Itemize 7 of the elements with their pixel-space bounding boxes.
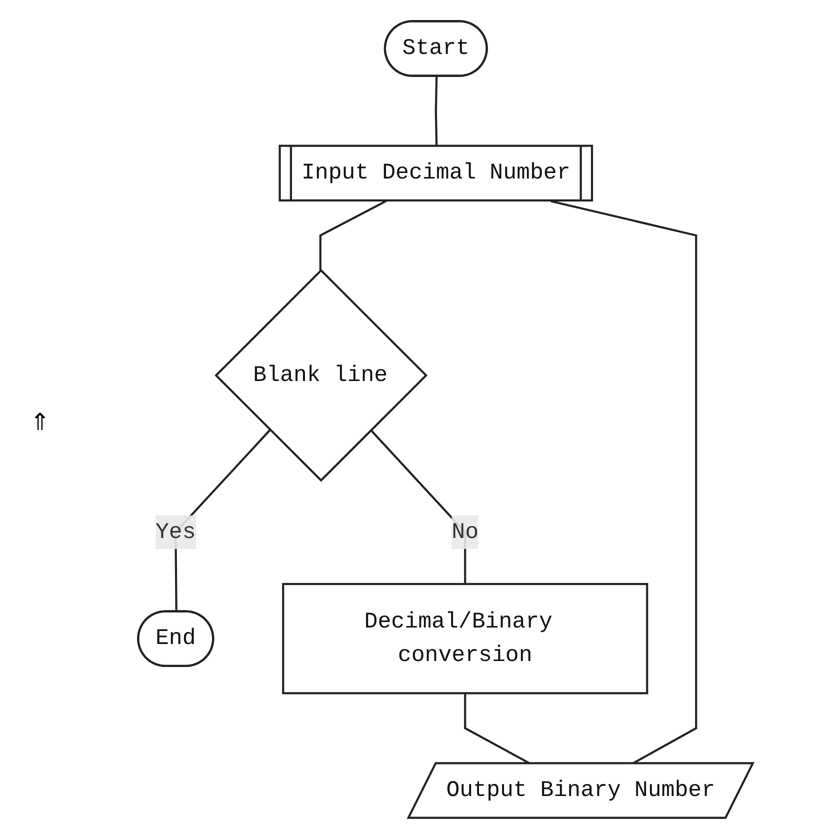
connector: [319, 200, 386, 270]
direction-arrow: ⇑: [30, 402, 50, 440]
node-diamond: Blank line: [214, 268, 428, 482]
connector: [434, 76, 438, 147]
edge-label: No: [452, 520, 479, 545]
edge-label: Yes: [155, 520, 196, 545]
node-box: Decimal/Binary conversion: [282, 582, 648, 694]
